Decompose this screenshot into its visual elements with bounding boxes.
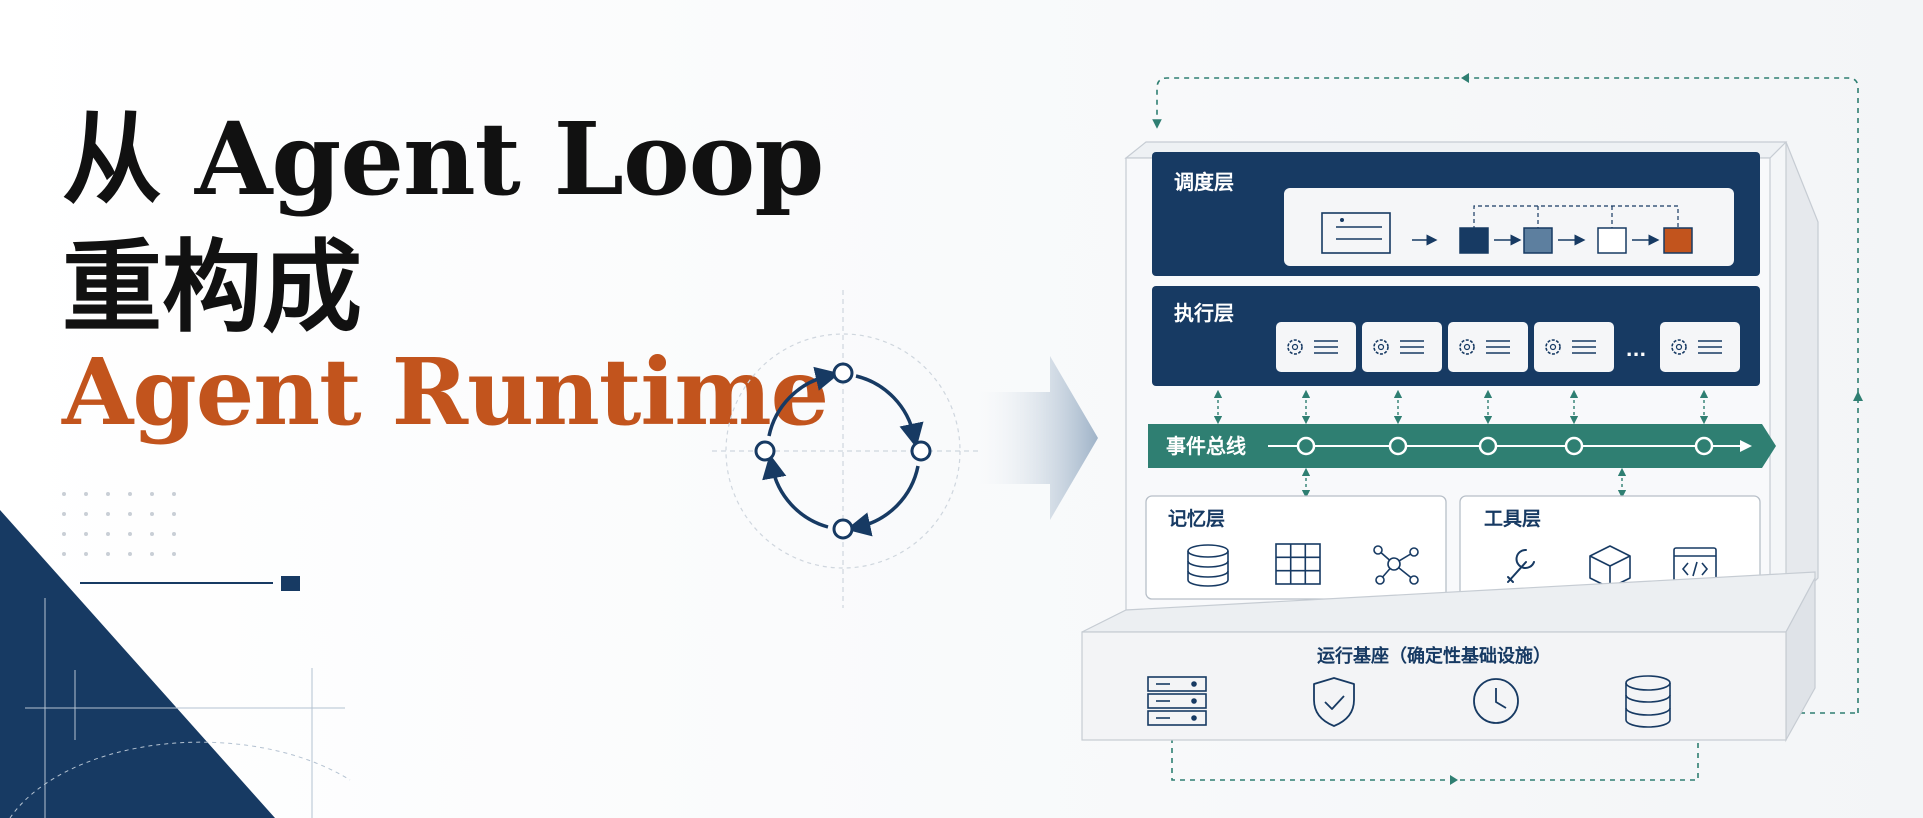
executor-card	[1362, 322, 1442, 372]
task-list-icon	[1321, 212, 1391, 254]
flow-arrowhead	[1450, 775, 1458, 785]
memory-layer-label: 记忆层	[1168, 507, 1225, 530]
event-bus-label: 事件总线	[1166, 434, 1246, 458]
headline-line-2: 重构成	[62, 228, 362, 346]
wrench-icon	[1507, 548, 1535, 583]
stack-right-face	[1785, 141, 1819, 612]
table-grid-icon	[1275, 543, 1321, 585]
base-layer-label: 运行基座（确定性基础设施）	[1317, 645, 1551, 667]
executor-card	[1534, 322, 1614, 372]
bus-connectors	[1213, 389, 1709, 499]
knowledge-graph-icon	[1373, 545, 1419, 585]
event-bus-line	[1268, 436, 1752, 456]
clock-icon	[1473, 678, 1519, 724]
executor-card	[1276, 322, 1356, 372]
loop-cycle-icon	[712, 290, 982, 608]
executor-cards	[1276, 322, 1740, 372]
server-rack-icon	[1147, 676, 1207, 726]
outer-flow-loop	[1152, 77, 1859, 781]
workflow-dag	[1412, 205, 1693, 254]
accent-square	[281, 576, 300, 591]
execution-layer-label: 执行层	[1174, 301, 1234, 325]
shield-check-icon	[1313, 677, 1355, 727]
transition-arrow	[978, 356, 1098, 520]
dot-grid-decoration	[62, 492, 176, 556]
headline-line-1: 从 Agent Loop	[62, 100, 824, 218]
flow-arrowhead	[1853, 391, 1863, 401]
headline-line-3: Agent Runtime	[62, 338, 829, 446]
corner-guide-lines	[9, 598, 351, 818]
memory-layer	[1145, 495, 1447, 600]
executor-card	[1660, 322, 1740, 372]
executor-more-ellipsis: ...	[1626, 340, 1647, 361]
database-icon	[1187, 544, 1229, 587]
navy-corner-triangle	[0, 510, 275, 818]
scheduling-layer-label: 调度层	[1174, 170, 1234, 194]
tools-layer-label: 工具层	[1484, 508, 1541, 530]
executor-card	[1448, 322, 1528, 372]
flow-arrowhead	[1461, 73, 1469, 83]
storage-cylinder-icon	[1625, 675, 1671, 728]
